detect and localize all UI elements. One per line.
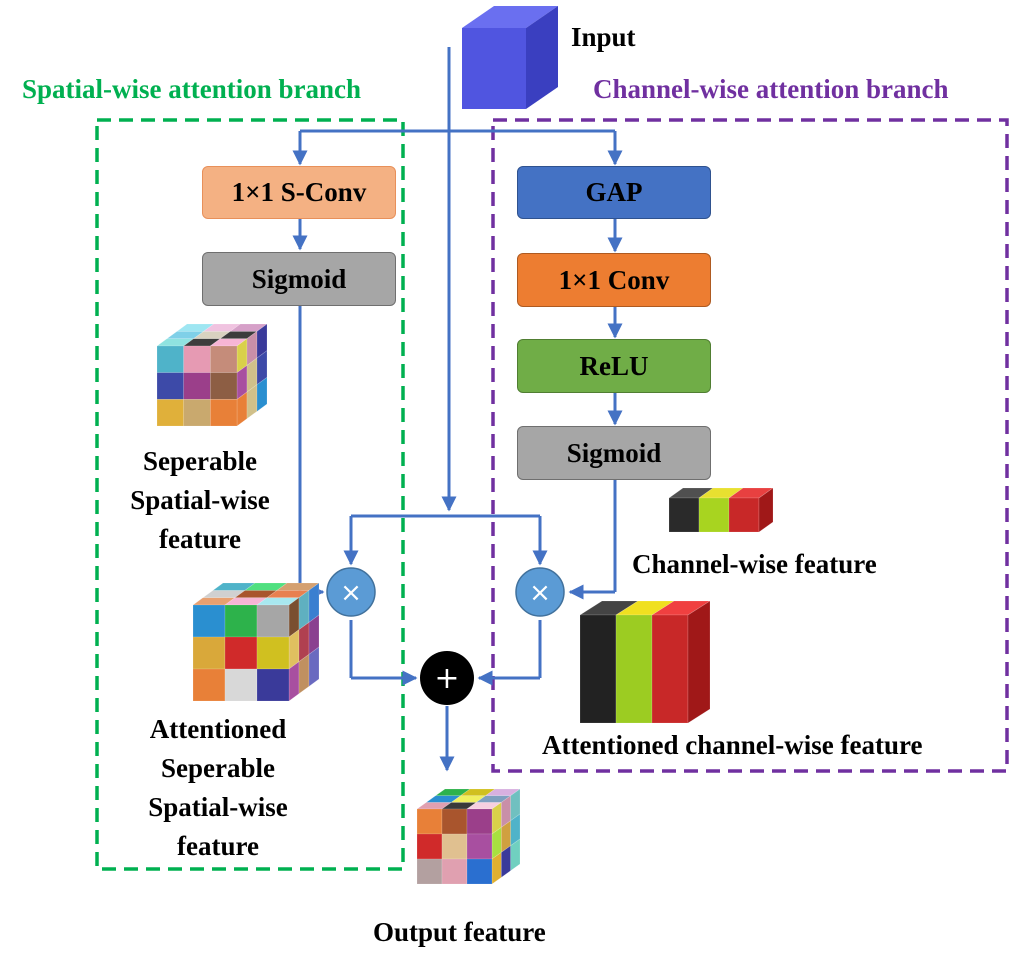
gap-box: GAP: [517, 166, 711, 219]
multiply-symbol: ×: [529, 578, 551, 608]
attentioned-channel-feature-bar: [578, 600, 712, 724]
spatial-sigmoid-box: Sigmoid: [202, 252, 396, 306]
channel-feature-bar: [668, 487, 774, 533]
attentioned-spatial-feature-cube: [192, 582, 320, 702]
caption-line: feature: [159, 524, 241, 554]
caption-line: Seperable: [143, 446, 257, 476]
separable-spatial-feature-cube: [156, 323, 268, 427]
multiply-node-channel: ×: [515, 567, 565, 617]
add-node: +: [420, 651, 474, 705]
spatial-feature-caption: Seperable Spatial-wise feature: [110, 442, 290, 559]
input-label: Input: [571, 22, 636, 52]
channel-sigmoid-box: Sigmoid: [517, 426, 711, 480]
s-conv-box: 1×1 S-Conv: [202, 166, 396, 219]
multiply-node-spatial: ×: [326, 567, 376, 617]
caption-line: Spatial-wise: [148, 792, 288, 822]
caption-line: Attentioned: [149, 714, 287, 744]
caption-line: Spatial-wise: [130, 485, 270, 515]
channel-feature-caption: Channel-wise feature: [632, 549, 877, 579]
spatial-branch-title: Spatial-wise attention branch: [22, 74, 362, 104]
connectors: [292, 47, 623, 772]
multiply-symbol: ×: [340, 578, 362, 608]
channel-branch-frame: [491, 118, 1009, 773]
caption-line: feature: [177, 831, 259, 861]
channel-branch-title: Channel-wise attention branch: [593, 74, 949, 104]
add-symbol: +: [434, 661, 459, 696]
relu-box: ReLU: [517, 339, 711, 393]
output-label: Output feature: [373, 917, 546, 947]
attentioned-channel-caption: Attentioned channel-wise feature: [542, 730, 923, 760]
input-cube: [462, 6, 558, 109]
conv-box: 1×1 Conv: [517, 253, 711, 307]
attentioned-spatial-caption: Attentioned Seperable Spatial-wise featu…: [128, 710, 308, 866]
output-feature-cube: [416, 788, 521, 885]
caption-line: Seperable: [161, 753, 275, 783]
